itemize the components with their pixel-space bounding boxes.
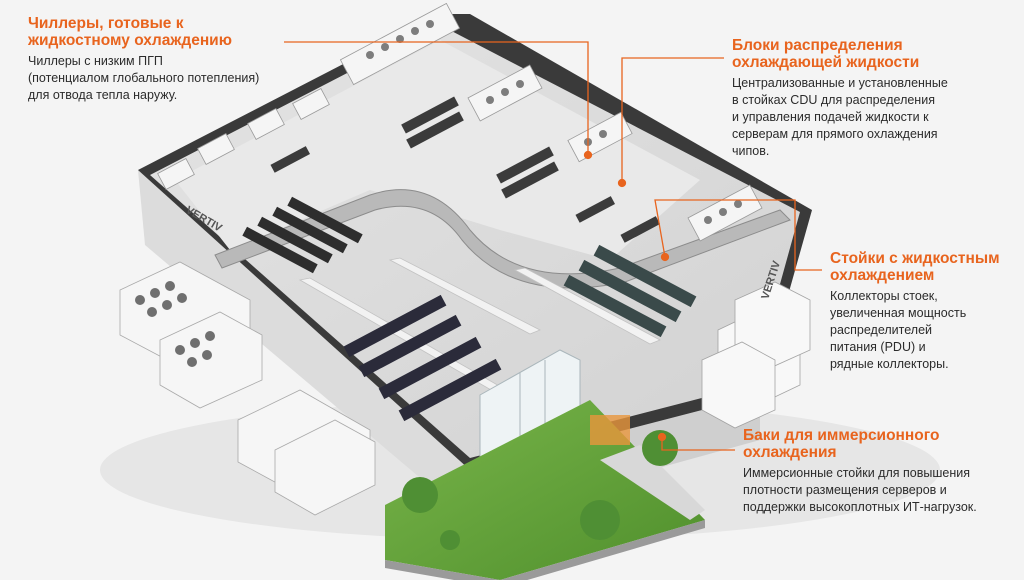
leader-chillers-dot — [583, 150, 593, 160]
mezzanine-ramp — [214, 189, 791, 289]
callout-racks-title-line: охлаждением — [830, 267, 935, 284]
leader-cdu-dot — [617, 178, 627, 188]
callout-cdu-desc-line: в стойках CDU для распределения — [732, 93, 935, 107]
callout-cdu-title-line: Блоки распределения — [732, 37, 903, 54]
callout-cdu-desc-line: серверам для прямого охлаждения чипов. — [732, 127, 938, 158]
callout-cdu-desc-line: и управления подачей жидкости к — [732, 110, 929, 124]
callout-cdu-desc: Централизованные и установленные в стойк… — [732, 75, 977, 160]
callout-racks-desc-line: Коллекторы стоек, — [830, 289, 938, 303]
right-hall-racks — [563, 244, 697, 338]
callout-chillers-title-line: жидкостному охлаждению — [28, 32, 232, 49]
callout-cdu-title: Блоки распределения охлаждающей жидкости — [732, 37, 977, 71]
callout-tanks: Баки для иммерсионного охлаждения Иммерс… — [743, 427, 1003, 516]
upper-server-racks — [270, 96, 661, 243]
leader-racks — [654, 199, 822, 271]
outdoor-fans — [135, 281, 215, 367]
leader-tanks-dot — [657, 432, 667, 442]
callout-cdu-title-line: охлаждающей жидкости — [732, 54, 920, 71]
leader-chillers — [284, 41, 589, 155]
callout-racks-desc-line: рядные коллекторы. — [830, 357, 949, 371]
callout-racks-title-line: Стойки с жидкостным — [830, 250, 1000, 267]
callout-racks-desc: Коллекторы стоек, увеличенная мощность р… — [830, 288, 1020, 373]
leader-cdu — [621, 57, 724, 183]
callout-racks-desc-line: увеличенная мощность — [830, 306, 967, 320]
callout-tanks-desc-line: плотности размещения серверов и — [743, 483, 947, 497]
entrance-canopy — [590, 415, 630, 445]
callout-chillers-desc-line: для отвода тепла наружу. — [28, 88, 178, 102]
lawn-edge — [385, 520, 705, 580]
leader-lines — [284, 41, 822, 451]
outdoor-cdu-units — [701, 281, 811, 429]
callout-cdu-desc-line: Централизованные и установленные — [732, 76, 948, 90]
callout-racks: Стойки с жидкостным охлаждением Коллекто… — [830, 250, 1020, 373]
callout-tanks-desc-line: поддержки высокоплотных ИТ-нагрузок. — [743, 500, 977, 514]
leader-racks-dot — [660, 252, 670, 262]
callout-chillers-desc: Чиллеры с низким ПГП (потенциалом глобал… — [28, 53, 273, 104]
callout-tanks-desc-line: Иммерсионные стойки для повышения — [743, 466, 970, 480]
callout-chillers: Чиллеры, готовые к жидкостному охлаждени… — [28, 15, 273, 104]
hall-walls — [298, 257, 661, 443]
left-hall-racks — [242, 196, 363, 274]
callout-chillers-desc-line: Чиллеры с низким ПГП — [28, 54, 163, 68]
callout-chillers-title: Чиллеры, готовые к жидкостному охлаждени… — [28, 15, 273, 49]
middle-hall-racks — [343, 294, 502, 422]
trees — [402, 430, 678, 550]
walkway — [600, 445, 705, 520]
callout-tanks-title-line: охлаждения — [743, 444, 837, 461]
leader-tanks — [661, 437, 735, 451]
callout-tanks-title-line: Баки для иммерсионного — [743, 427, 940, 444]
callout-racks-desc-line: питания (PDU) и — [830, 340, 926, 354]
callout-chillers-desc-line: (потенциалом глобального потепления) — [28, 71, 260, 85]
callout-tanks-desc: Иммерсионные стойки для повышения плотно… — [743, 465, 1003, 516]
callout-racks-desc-line: распределителей — [830, 323, 933, 337]
callout-tanks-title: Баки для иммерсионного охлаждения — [743, 427, 1003, 461]
callout-racks-title: Стойки с жидкостным охлаждением — [830, 250, 1020, 284]
callout-cdu: Блоки распределения охлаждающей жидкости… — [732, 37, 977, 160]
callout-chillers-title-line: Чиллеры, готовые к — [28, 15, 184, 32]
chiller-fans — [366, 20, 742, 224]
